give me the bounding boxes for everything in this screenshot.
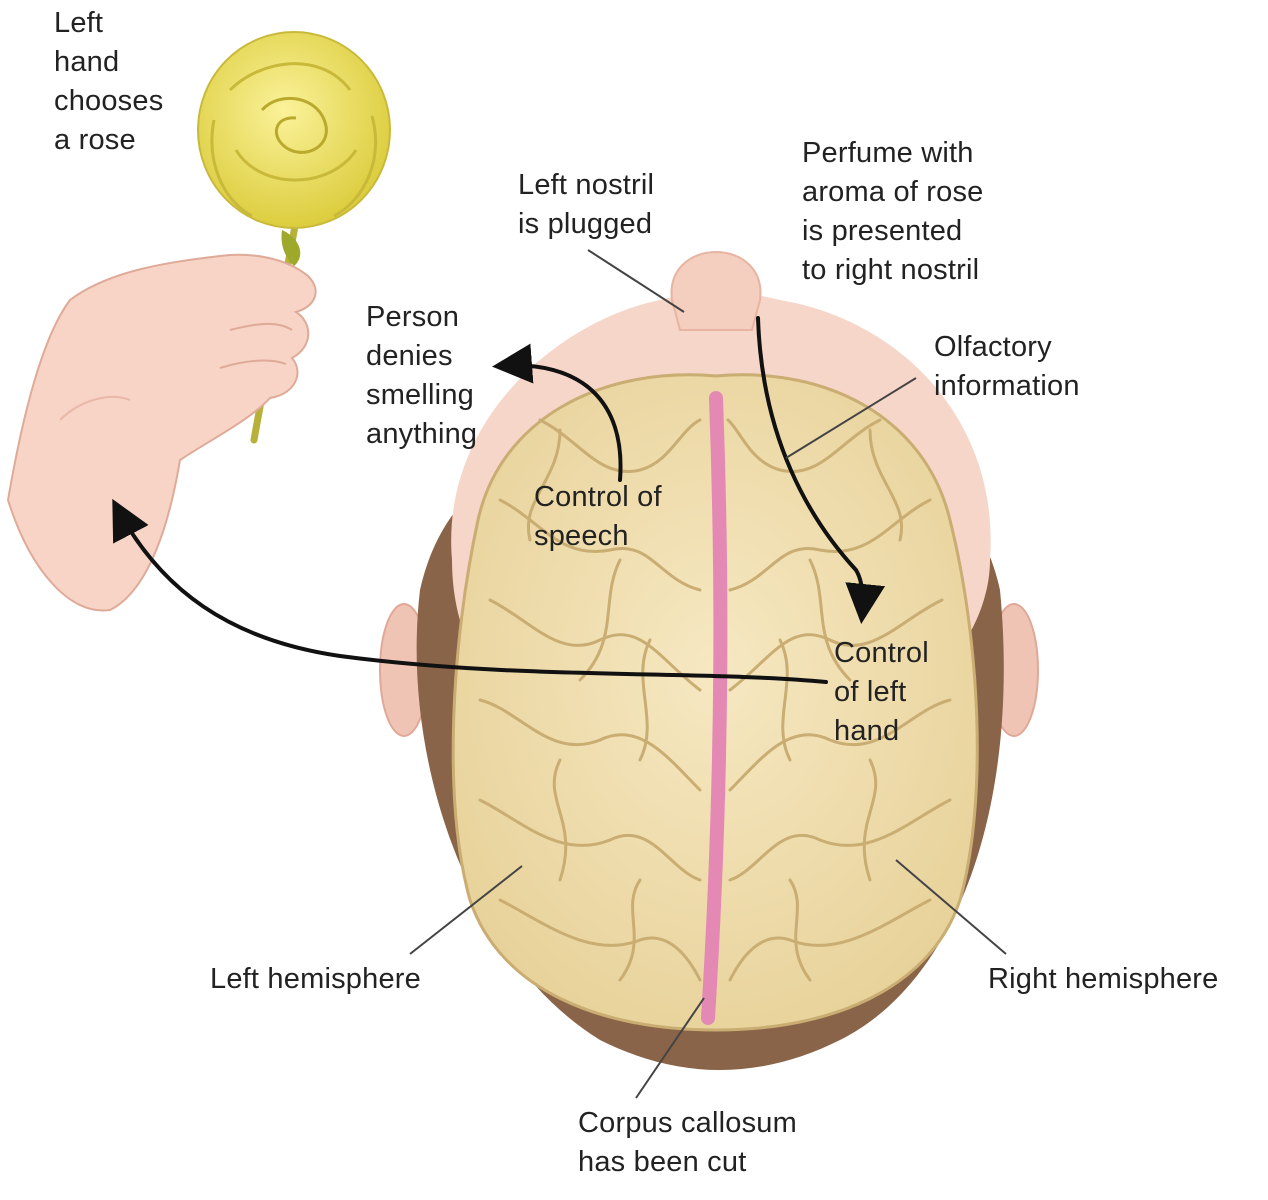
label-perfume-presented: Perfume with aroma of rose is presented …: [802, 137, 984, 286]
label-left-nostril-plugged: Left nostril is plugged: [518, 169, 655, 240]
leader-lines: [409, 249, 1007, 1099]
leader-corpus-callosum: [635, 997, 705, 1099]
label-right-hemisphere: Right hemisphere: [988, 963, 1219, 995]
hand-with-rose: [6, 31, 391, 612]
leader-left-hemisphere: [409, 865, 523, 955]
arrows: [112, 316, 886, 684]
label-left-hand-chooses-rose: Left hand chooses a rose: [54, 7, 164, 156]
corpus-callosum-cut: [701, 391, 728, 1025]
rose-flower: [197, 31, 391, 229]
label-control-of-speech: Control of speech: [534, 481, 662, 552]
nose: [670, 250, 762, 331]
arrow-olfactory-to-control: [756, 316, 886, 624]
label-control-of-left-hand: Control of left hand: [834, 637, 929, 747]
leader-left-nostril: [587, 249, 685, 313]
arrow-control-to-hand: [112, 498, 828, 684]
label-left-hemisphere: Left hemisphere: [210, 963, 421, 995]
arrow-speech-to-person: [492, 343, 623, 482]
leader-right-hemisphere: [895, 859, 1007, 955]
label-person-denies: Person denies smelling anything: [366, 301, 478, 450]
label-corpus-callosum-cut: Corpus callosum has been cut: [578, 1107, 797, 1178]
leader-olfactory: [785, 377, 917, 459]
brain-folds: [478, 418, 952, 982]
hand: [6, 253, 317, 612]
rose-leaf: [281, 230, 301, 266]
brain: [451, 373, 979, 1032]
label-olfactory-information: Olfactory information: [934, 331, 1080, 402]
